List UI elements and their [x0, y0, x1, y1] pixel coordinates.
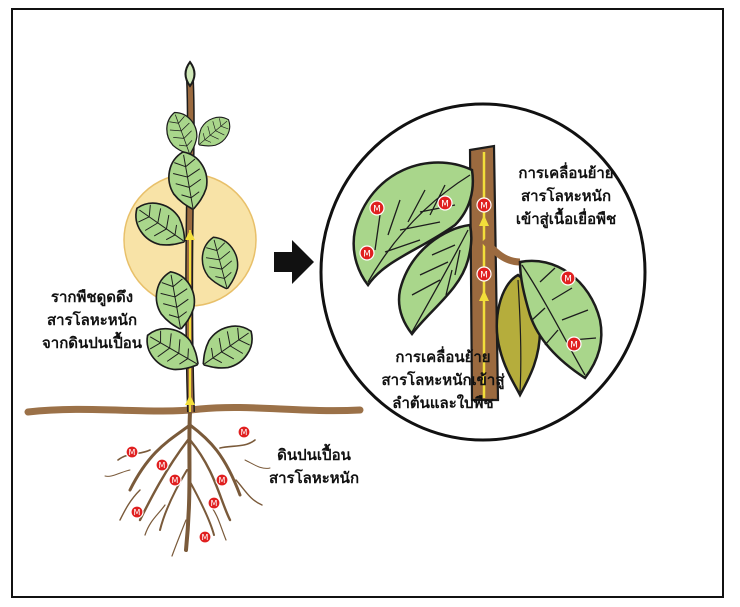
plant-bud — [186, 62, 195, 86]
metal-marker: M — [208, 497, 220, 509]
metal-marker: M — [199, 531, 211, 543]
svg-text:M: M — [373, 205, 381, 215]
metal-marker: M — [169, 474, 181, 486]
metal-marker: M — [370, 201, 384, 215]
metal-marker: M — [216, 474, 228, 486]
svg-text:M: M — [219, 476, 226, 485]
metal-marker: M — [477, 198, 491, 212]
svg-text:M: M — [134, 508, 141, 517]
svg-text:M: M — [480, 202, 488, 212]
metal-marker: M — [438, 196, 452, 210]
metal-marker: M — [567, 337, 581, 351]
tissue-transport-label: การเคลื่อนย้าย สารโลหะหนัก เข้าสู่เนื้อเ… — [496, 162, 636, 231]
metal-marker: M — [561, 271, 575, 285]
svg-text:M: M — [241, 428, 248, 437]
svg-text:M: M — [570, 341, 578, 351]
metal-marker: M — [156, 459, 168, 471]
svg-text:M: M — [211, 499, 218, 508]
metal-marker: M — [126, 446, 138, 458]
stem-leaf-transport-label: การเคลื่อนย้าย สารโลหะหนักเข้าสู่ ลำต้นแ… — [368, 346, 518, 415]
metal-marker: M — [131, 506, 143, 518]
svg-text:M: M — [172, 476, 179, 485]
svg-text:M: M — [159, 461, 166, 470]
metal-marker: M — [360, 246, 374, 260]
svg-text:M: M — [202, 533, 209, 542]
svg-text:M: M — [564, 275, 572, 285]
zoom-arrow — [274, 240, 314, 284]
svg-text:M: M — [441, 200, 449, 210]
contaminated-soil-label: ดินปนเปื้อน สารโลหะหนัก — [262, 444, 366, 490]
metal-marker: M — [238, 426, 250, 438]
root-uptake-label: รากพืชดูดดึง สารโลหะหนัก จากดินปนเปื้อน — [22, 286, 162, 355]
svg-text:M: M — [129, 448, 136, 457]
svg-text:M: M — [363, 250, 371, 260]
svg-text:M: M — [480, 271, 488, 281]
metal-marker: M — [477, 267, 491, 281]
